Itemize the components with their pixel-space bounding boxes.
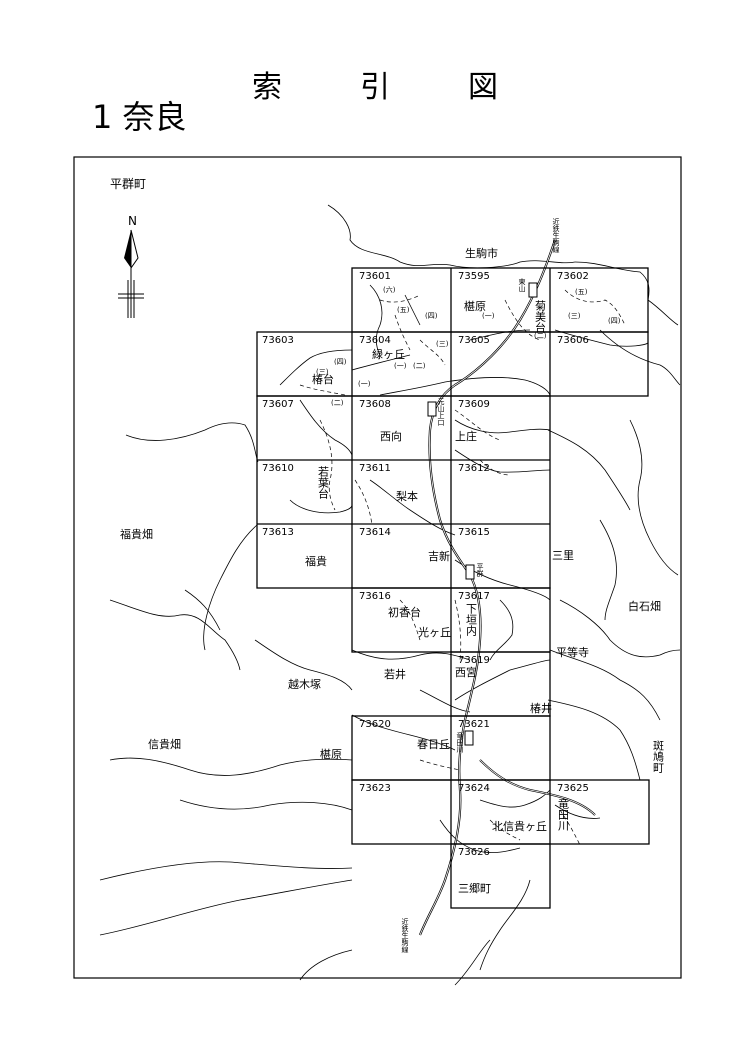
district-number: (六)	[383, 285, 396, 294]
district-number: (四)	[608, 317, 621, 325]
rail-label: 近鉄生駒線	[401, 917, 409, 953]
place-label: 三郷町	[458, 881, 491, 895]
rail-label: 竜田川	[456, 731, 464, 753]
cell-number: 73623	[359, 783, 391, 794]
place-label: 竜田川	[557, 797, 570, 831]
page-title: 索引図	[252, 70, 576, 105]
place-label: 福貴畑	[120, 527, 153, 541]
rail-label: 東山	[518, 277, 526, 293]
rail-label: 近鉄生駒線	[552, 217, 560, 253]
district-number: (五)	[575, 288, 588, 296]
place-label: 椹原	[464, 300, 486, 313]
rail-label: 元山上口	[437, 398, 445, 426]
place-label: 若葉台	[317, 466, 330, 499]
cell-number: 73604	[359, 335, 391, 346]
place-names: 平群町 生駒市 福貴畑 白石畑 越木塚 信貴畑 三里 平等寺 斑鳩町 椹原 菊美…	[110, 177, 665, 895]
cell-number: 73610	[262, 463, 294, 474]
cell-number: 73601	[359, 271, 391, 282]
district-numbers: (六) (五) (四) (一) (二) (三) (四) (三) (一) (二) …	[316, 285, 621, 407]
cell-number: 73607	[262, 399, 294, 410]
cell-number: 73614	[359, 527, 391, 538]
cell-number: 73621	[458, 719, 490, 730]
district-number: (一)	[358, 380, 371, 388]
district-number: (三)	[568, 312, 581, 320]
district-number: (二)	[534, 332, 547, 340]
place-label: 緑ヶ丘	[372, 347, 405, 361]
district-number: (五)	[397, 306, 410, 314]
terrain-lines	[99, 204, 681, 986]
place-label: 平群町	[110, 177, 146, 191]
place-label: 椿井	[530, 701, 552, 715]
cell-number: 73608	[359, 399, 391, 410]
place-label: 斑鳩町	[652, 740, 665, 773]
page-subtitle: 1 奈良	[92, 98, 187, 136]
district-number: (三)	[436, 340, 449, 348]
place-label: 平等寺	[556, 645, 589, 659]
place-label: 梨本	[396, 489, 418, 503]
place-label: 福貴	[305, 554, 327, 568]
place-label: 越木塚	[288, 677, 321, 691]
place-label: 菊美台	[534, 300, 547, 333]
cell-number: 73619	[458, 655, 490, 666]
place-label: 下垣内	[465, 603, 478, 637]
place-label: 吉新	[428, 549, 450, 563]
cell-number: 73595	[458, 271, 490, 282]
index-grid	[256, 267, 650, 909]
district-lines	[299, 289, 626, 846]
cell-number: 73602	[557, 271, 589, 282]
place-label: 若井	[384, 667, 406, 681]
cell-number: 73613	[262, 527, 294, 538]
rail-label: 平群	[476, 563, 484, 578]
cell-number: 73605	[458, 335, 490, 346]
district-number: (二)	[413, 362, 426, 370]
cell-number: 73620	[359, 719, 391, 730]
place-label: 三里	[552, 549, 574, 562]
cell-number: 73617	[458, 591, 490, 602]
place-label: 初香台	[388, 605, 421, 619]
cell-numbers: 73601 73595 73602 73603 73604 73605 7360…	[262, 271, 589, 858]
place-label: 白石畑	[628, 599, 661, 613]
north-arrow-icon: N	[118, 214, 144, 318]
cell-number: 73626	[458, 847, 490, 858]
place-label: 光ヶ丘	[418, 625, 451, 639]
railway	[418, 239, 596, 936]
place-label: 西宮	[455, 665, 477, 679]
district-number: (四)	[334, 358, 347, 366]
cell-number: 73606	[557, 335, 589, 346]
cell-number: 73603	[262, 335, 294, 346]
cell-number: 73615	[458, 527, 490, 538]
district-number: (一)	[482, 312, 495, 320]
place-label: 春日丘	[417, 738, 450, 751]
place-label: 椿台	[312, 372, 334, 386]
rail-labels: 近鉄生駒線 東山 元山上口 平群 竜田川 近鉄生駒線	[401, 217, 560, 953]
place-label: 北信貴ヶ丘	[492, 819, 547, 833]
north-label: N	[128, 214, 137, 228]
cell-number: 73611	[359, 463, 391, 474]
cell-number: 73616	[359, 591, 391, 602]
place-label: 生駒市	[465, 246, 498, 260]
cell-number: 73609	[458, 399, 490, 410]
cell-number: 73612	[458, 463, 490, 474]
place-label: 信貴畑	[148, 737, 181, 751]
cell-number: 73625	[557, 783, 589, 794]
place-label: 西向	[380, 429, 402, 443]
district-number: (二)	[331, 399, 344, 407]
district-number: (四)	[425, 312, 438, 320]
cell-number: 73624	[458, 783, 490, 794]
district-number: (三)	[316, 368, 329, 376]
district-number: (一)	[394, 362, 407, 370]
map-frame	[73, 156, 682, 979]
place-label: 椹原	[320, 748, 342, 761]
place-label: 上庄	[455, 429, 477, 443]
